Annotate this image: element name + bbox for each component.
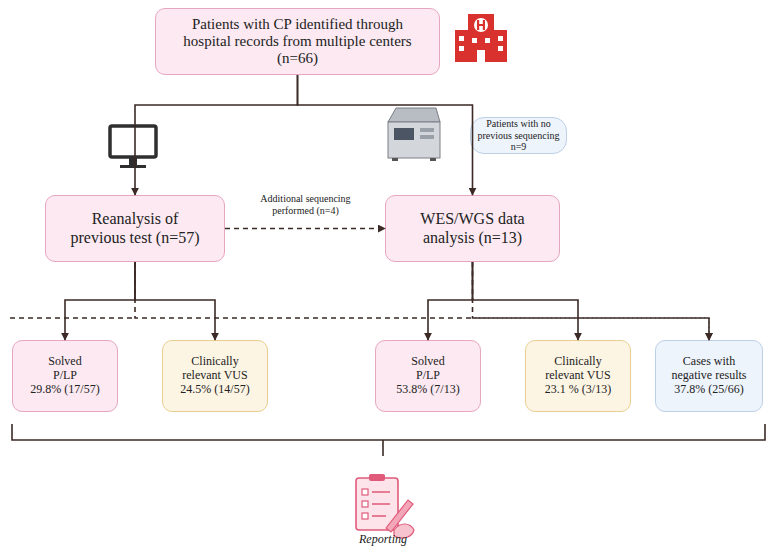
flow-arrow — [135, 75, 298, 195]
flow-arrow — [225, 228, 385, 230]
box-text: Solved P/LP — [40, 355, 90, 383]
box-text: Solved P/LP — [403, 355, 453, 383]
box-text: 53.8% (7/13) — [396, 383, 459, 397]
box-text: Clinically relevant VUS — [538, 355, 618, 383]
process-box: WES/WGS data analysis (n=13) — [385, 195, 560, 262]
box-text: Reanalysis of previous test (n=57) — [70, 210, 200, 247]
box-text: 29.8% (17/57) — [30, 383, 99, 397]
box-text: WES/WGS data analysis (n=13) — [413, 210, 533, 247]
dashed-line — [10, 317, 135, 319]
hospital-icon — [455, 14, 507, 62]
process-box: Cases with negative results37.8% (25/66) — [655, 340, 763, 412]
flow-arrow — [65, 262, 135, 340]
flow-arrow — [473, 262, 710, 340]
process-box: Clinically relevant VUS23.1 % (3/13) — [525, 340, 631, 412]
computer-icon — [110, 126, 156, 168]
edge-label: Additional sequencing performed (n=4) — [243, 193, 368, 217]
flow-arrow — [428, 262, 473, 340]
caption-label: Reporting — [323, 532, 443, 547]
process-box: Clinically relevant VUS24.5% (14/57) — [162, 340, 268, 412]
box-text: Cases with negative results — [662, 355, 757, 383]
box-text: Patients with no previous sequencing n=9 — [474, 118, 564, 153]
process-box: Patients with CP identified through hosp… — [155, 8, 440, 75]
bracket — [12, 424, 765, 456]
flow-arrow — [135, 262, 215, 340]
reporting-icon — [356, 474, 414, 538]
flow-arrow — [298, 75, 473, 195]
sequencer-icon — [388, 108, 440, 161]
box-text: 24.5% (14/57) — [180, 383, 249, 397]
process-box: Reanalysis of previous test (n=57) — [45, 195, 225, 262]
process-box: Patients with no previous sequencing n=9 — [470, 117, 567, 154]
process-box: Solved P/LP53.8% (7/13) — [375, 340, 481, 412]
box-text: Patients with CP identified through hosp… — [173, 16, 423, 68]
box-text: 23.1 % (3/13) — [545, 383, 611, 397]
box-text: 37.8% (25/66) — [674, 383, 743, 397]
process-box: Solved P/LP29.8% (17/57) — [12, 340, 118, 412]
flow-arrow — [473, 262, 579, 340]
flow-arrow — [135, 262, 709, 340]
box-text: Clinically relevant VUS — [175, 355, 255, 383]
